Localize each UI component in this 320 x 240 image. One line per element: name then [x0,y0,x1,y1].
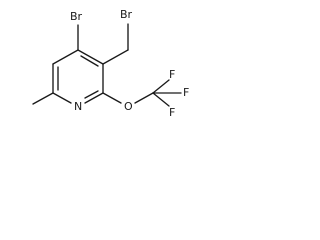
bond-o-cf3 [134,92,154,104]
bond-c2-o [102,92,122,104]
pyridine-ring [52,49,104,104]
atom-label-fluorine-top: F [169,68,175,81]
bond-n1-c6 [52,92,72,104]
bond-c5-c4 [52,49,79,65]
bond-c2-n1 [84,92,104,104]
atom-label-br-methyl: Br [120,8,133,21]
atom-label-nitrogen: N [74,100,82,113]
bond-c3-ch2 [102,49,129,65]
bond-c4-c3 [77,49,104,65]
atom-label-oxygen: O [124,100,133,113]
bond-cf3-f-bottom [152,92,170,107]
bond-c6-methyl [32,92,54,105]
atom-label-fluorine-right: F [183,86,189,99]
chemical-structure: Br Br N O F F F [32,8,189,119]
bond-cf3-f-top [152,79,170,94]
double-bond-c2-n1 [84,90,99,99]
double-bond-c3-c4 [80,55,99,67]
atom-label-fluorine-bottom: F [169,106,175,119]
atom-label-br-ring: Br [70,10,83,23]
